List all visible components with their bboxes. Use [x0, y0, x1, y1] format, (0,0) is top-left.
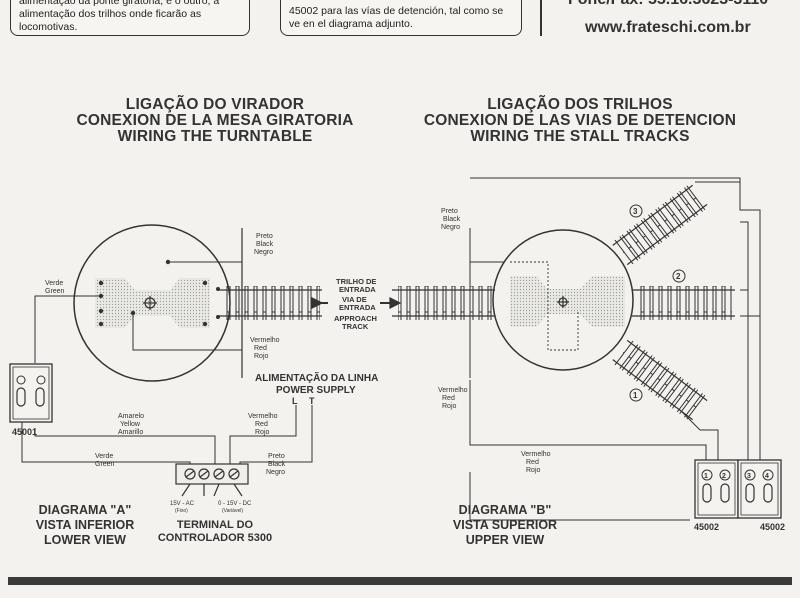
right-heading-line: CONEXION DE LAS VIAS DE DETENCION	[423, 112, 737, 129]
approach-via: ENTRADA	[339, 303, 376, 312]
right-labels: Preto Black Negro Vermelho Red Rojo Verm…	[438, 207, 785, 532]
negro-label: Negro	[254, 249, 273, 256]
right-wires	[469, 177, 761, 521]
negro-label: Negro	[266, 469, 285, 476]
header-note-left: alimentação da ponte giratória, e o outr…	[10, 0, 250, 36]
switch-num-2: 2	[722, 473, 726, 480]
right-heading-line: LIGAÇÃO DOS TRILHOS	[487, 96, 673, 113]
right-heading-line: WIRING THE STALL TRACKS	[470, 128, 690, 145]
green-label: Green	[95, 461, 115, 468]
power-supply-title: ALIMENTAÇÃO DA LINHA	[255, 371, 378, 384]
switch-45001-label: 45001	[12, 427, 37, 437]
terminal-caption-line: TERMINAL DO	[176, 519, 254, 531]
turntable-left	[73, 224, 231, 382]
switch-45001[interactable]	[9, 363, 53, 423]
power-supply-en: POWER SUPPLY	[276, 385, 356, 396]
controller-terminal[interactable]	[175, 463, 249, 497]
terminal-caption: TERMINAL DO CONTROLADOR 5300	[150, 519, 280, 545]
header-note-mid: 45002 para las vías de detención, tal co…	[280, 0, 522, 36]
switch-45002-label-b: 45002	[760, 522, 785, 532]
ac-label: 15V - AC	[170, 501, 195, 507]
switch-num-1: 1	[704, 473, 708, 480]
black-label: Black	[443, 216, 461, 223]
verde-label: Verde	[45, 280, 63, 287]
approach-track: APPROACH	[334, 314, 377, 323]
switch-45002-label-a: 45002	[694, 522, 719, 532]
header-divider	[540, 0, 542, 36]
terminal-caption-line: CONTROLADOR 5300	[157, 532, 273, 544]
switch-45002-b[interactable]	[737, 459, 782, 519]
phone-number: Fone/Fax: 55.16.3623-3110	[568, 0, 768, 9]
diagram-b-line: UPPER VIEW	[465, 533, 545, 547]
website-url: www.frateschi.com.br	[585, 19, 751, 36]
track-number-markers	[629, 204, 686, 402]
diagram-b-line: DIAGRAMA "B"	[458, 503, 552, 517]
approach-trilho: ENTRADA	[339, 285, 376, 294]
diagram-b-caption: DIAGRAMA "B" VISTA SUPERIOR UPPER VIEW	[440, 503, 570, 548]
preto-label: Preto	[268, 453, 285, 460]
vermelho-label: Vermelho	[521, 451, 551, 458]
black-label: Black	[256, 241, 274, 248]
diagram-a-line: VISTA INFERIOR	[35, 518, 135, 532]
black-label: Black	[268, 461, 286, 468]
green-label: Green	[45, 288, 65, 295]
power-t: T	[309, 396, 315, 406]
approach-track-right	[380, 286, 495, 320]
switch-num-4: 4	[765, 473, 769, 480]
header-left-text: alimentação da ponte giratória, e o outr…	[19, 0, 220, 33]
red-label: Red	[254, 345, 267, 352]
track-number-2: 2	[676, 272, 681, 281]
left-heading-line: CONEXION DE LA MESA GIRATORIA	[76, 112, 354, 129]
track-number-3: 3	[633, 207, 638, 216]
switch-45002-a[interactable]	[694, 459, 739, 519]
diagram-a-line: DIAGRAMA "A"	[38, 503, 132, 517]
switch-num-3: 3	[747, 473, 751, 480]
amarelo-label: Amarelo	[118, 413, 144, 420]
vermelho-label: Vermelho	[248, 413, 278, 420]
approach-via: VIA DE	[342, 295, 367, 304]
header-mid-text: 45002 para las vías de detención, tal co…	[289, 5, 504, 30]
stall-track-1	[612, 339, 708, 421]
vermelho-label: Vermelho	[438, 387, 468, 394]
diagram-a-line: LOWER VIEW	[44, 533, 126, 547]
rojo-label: Rojo	[254, 353, 269, 360]
approach-track-left	[218, 228, 328, 378]
preto-label: Preto	[441, 208, 458, 215]
approach-track: TRACK	[342, 322, 369, 331]
turntable-right	[492, 229, 634, 371]
red-label: Red	[255, 421, 268, 428]
red-label: Red	[442, 395, 455, 402]
dc-sub: (Variável)	[222, 508, 243, 514]
rojo-label: Rojo	[442, 403, 457, 410]
diagram-b-line: VISTA SUPERIOR	[452, 518, 558, 532]
approach-trilho: TRILHO DE	[336, 277, 376, 286]
rojo-label: Rojo	[255, 429, 270, 436]
preto-label: Preto	[256, 233, 273, 240]
dc-label: 0 - 15V - DC	[218, 501, 252, 507]
stall-track-2	[632, 286, 735, 320]
footer-bar	[8, 577, 792, 585]
right-heading: LIGAÇÃO DOS TRILHOS CONEXION DE LAS VIAS…	[400, 97, 760, 145]
negro-label: Negro	[441, 224, 460, 231]
red-label: Red	[526, 459, 539, 466]
track-number-1: 1	[633, 391, 638, 400]
verde-label: Verde	[95, 453, 113, 460]
ac-sub: (Fixo)	[175, 508, 188, 514]
left-labels: Preto Black Negro Vermelho Red Rojo Verd…	[12, 233, 378, 514]
rojo-label: Rojo	[526, 467, 541, 474]
amarillo-label: Amarillo	[118, 429, 143, 436]
power-l: L	[292, 396, 298, 406]
left-heading-line: WIRING THE TURNTABLE	[117, 128, 313, 145]
left-heading: LIGAÇÃO DO VIRADOR CONEXION DE LA MESA G…	[40, 97, 390, 145]
diagram-a-caption: DIAGRAMA "A" VISTA INFERIOR LOWER VIEW	[20, 503, 150, 548]
vermelho-label: Vermelho	[250, 337, 280, 344]
yellow-label: Yellow	[120, 421, 141, 428]
stall-track-3	[612, 184, 708, 266]
left-heading-line: LIGAÇÃO DO VIRADOR	[125, 96, 305, 113]
